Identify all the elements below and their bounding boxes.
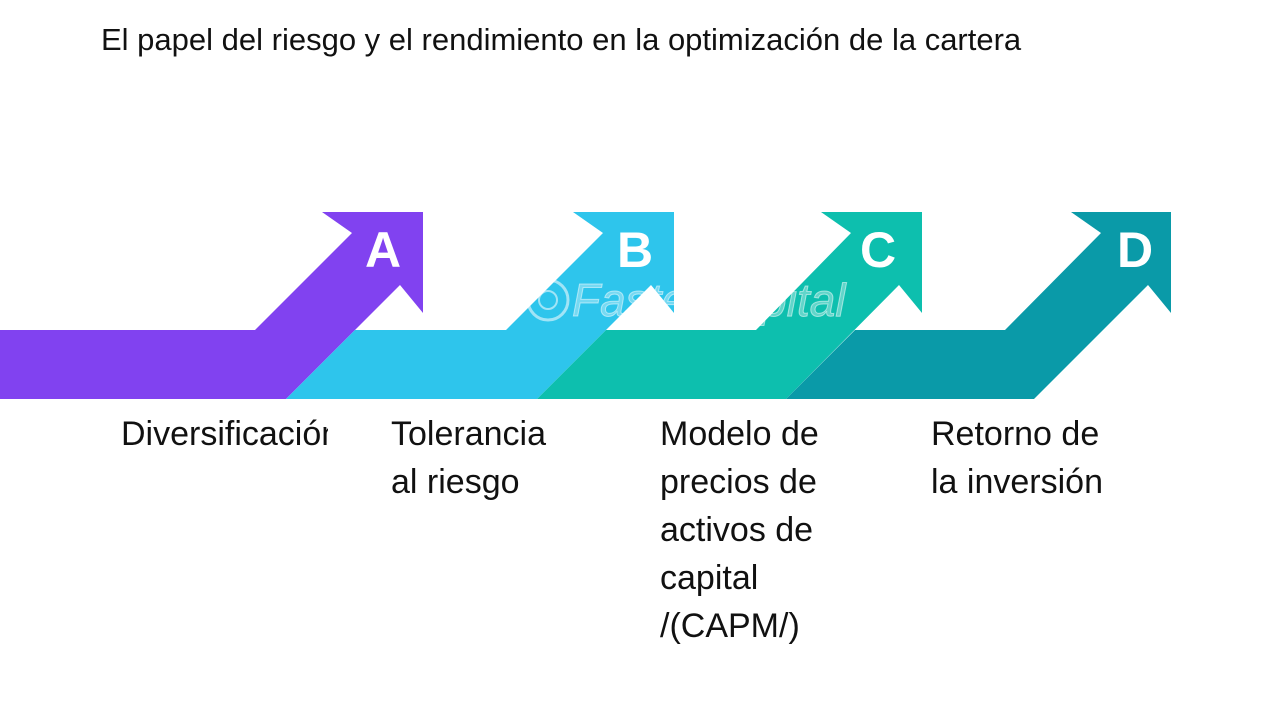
step-label-line: al riesgo [391,463,520,501]
step-label-line: Tolerancia [391,415,546,453]
page-title: El papel del riesgo y el rendimiento en … [101,22,1022,57]
step-label-line: Diversificación [121,415,328,453]
step-label-line: la inversión [931,463,1103,501]
arrow-d [786,212,1171,399]
step-label-line: precios de [660,463,817,501]
arrow-letter-b: B [617,222,653,278]
step-label-b: Tolerancia al riesgo [391,410,546,506]
arrow-letter-c: C [860,222,896,278]
step-label-line: Retorno de [931,415,1100,453]
step-label-line: /(CAPM/) [660,607,800,645]
step-label-line: capital [660,559,759,597]
arrow-b [286,212,674,399]
arrow-letter-d: D [1117,222,1153,278]
step-label-c: Modelo de precios de activos de capital /(CA… [660,410,819,650]
step-label-line: Modelo de [660,415,819,453]
watermark-logo-icon [514,278,570,322]
watermark-text: FasterCapital [572,274,847,326]
arrow-c [537,212,922,399]
step-label-line: activos de [660,511,814,549]
step-label-d: Retorno de la inversión [931,410,1103,506]
arrow-a [0,212,423,399]
arrow-letter-a: A [365,222,401,278]
step-label-a: Diversificación [121,410,328,458]
